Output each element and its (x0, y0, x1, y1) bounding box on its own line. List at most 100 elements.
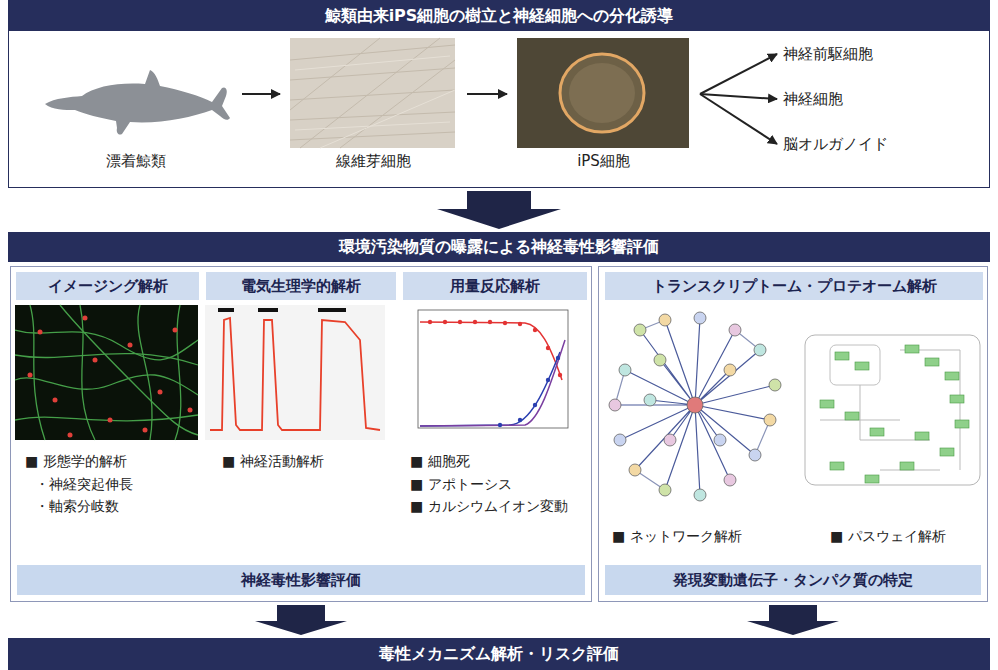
neuron-micrograph (83, 316, 88, 321)
pathway-map (845, 412, 859, 420)
dose-response-chart (503, 321, 507, 325)
bullet-item: ・軸索分岐数 (35, 497, 119, 515)
neuron-micrograph (15, 305, 198, 440)
box-label: 漂着鯨類 (106, 151, 166, 173)
neuron-micrograph (15, 375, 198, 395)
box-label: 用量反応解析 (450, 277, 540, 296)
neuron-micrograph (28, 316, 193, 438)
network-graph (615, 318, 775, 495)
pathway-map (820, 345, 969, 483)
dose-response-chart (428, 320, 562, 377)
pathway-map (805, 335, 980, 485)
dose-response-chart (558, 373, 562, 377)
network-graph (754, 344, 766, 356)
network-graph (615, 318, 775, 495)
section-panel: 鯨類由来iPS細胞の樹立と神経細胞への分化誘導漂着鯨類 線維芽細胞 iPS細胞 神経前… (8, 0, 990, 188)
neuron-micrograph (38, 330, 43, 335)
dose-response-chart (473, 320, 477, 324)
electrophysiology-trace (210, 318, 380, 430)
electrophysiology-trace (318, 308, 346, 312)
output-label: 脳オルガノイド (783, 133, 892, 155)
pathway-map (830, 462, 844, 470)
box-label: 毒性メカニズム解析・リスク評価 (379, 644, 619, 665)
network-graph (659, 484, 671, 496)
bullet-item: ■ 細胞死 (410, 452, 470, 470)
pathway-map (940, 448, 954, 456)
network-graph (729, 324, 741, 336)
method-header: 用量反応解析 (403, 272, 587, 300)
box-label: トランスクリプトーム・プロテオーム解析 (652, 277, 937, 296)
ips-colony-photo (517, 38, 689, 148)
network-graph (614, 434, 626, 446)
pathway-map (915, 432, 929, 440)
network-graph (764, 414, 776, 426)
neuron-micrograph (30, 305, 45, 440)
dose-response-chart (443, 320, 447, 324)
flow-arrow (700, 94, 777, 144)
dose-response-chart (556, 356, 560, 360)
neuron-micrograph (15, 353, 198, 365)
output-label: 神経前駆細胞 (783, 43, 877, 65)
pathway-map (905, 345, 919, 353)
fibroblast-photo (290, 38, 455, 148)
neuron-micrograph (158, 390, 163, 395)
dose-response-chart (533, 328, 537, 332)
network-graph (615, 320, 770, 490)
pathway-map (955, 420, 969, 428)
block-arrow (747, 605, 839, 635)
neuron-micrograph (173, 328, 178, 333)
block-arrow (437, 191, 561, 229)
summary-bar: 神経毒性影響評価 (17, 565, 585, 595)
neuron-micrograph (28, 373, 33, 378)
ips-colony-photo (517, 38, 689, 148)
dose-response-chart (498, 423, 502, 427)
neuron-micrograph (15, 305, 198, 440)
summary-bar: 発現変動遺伝子・タンパク質の特定 (605, 565, 981, 595)
neuron-micrograph (68, 433, 73, 438)
dose-response-chart (498, 356, 560, 427)
box-label: イメージング解析 (48, 277, 168, 296)
dose-response-chart (546, 378, 550, 382)
dose-response-chart (420, 352, 560, 426)
output-label: 神経細胞 (783, 88, 847, 110)
fibroblast-photo (295, 56, 455, 148)
box-label: iPS細胞 (577, 151, 630, 173)
result-band: 毒性メカニズム解析・リスク評価 (8, 638, 990, 670)
method-header: 電気生理学的解析 (206, 272, 396, 300)
neuron-micrograph (15, 305, 198, 440)
cell-photo-box: 線維芽細胞 (286, 37, 461, 173)
box-label: 線維芽細胞 (336, 151, 411, 173)
dose-response-chart (518, 322, 522, 326)
dose-response-chart (488, 320, 492, 324)
network-graph (619, 364, 631, 376)
network-graph (694, 312, 706, 324)
dose-response-chart (458, 320, 462, 324)
network-graph (664, 434, 676, 446)
bullet-item: ■ カルシウムイオン変動 (410, 497, 568, 515)
pathway-map (870, 428, 884, 436)
network-graph (659, 314, 671, 326)
network-graph (654, 354, 666, 366)
neuron-micrograph (60, 305, 198, 435)
box-label: 神経細胞 (783, 88, 843, 110)
pathway-map (835, 352, 849, 360)
neuron-micrograph (175, 305, 181, 440)
network-graph (609, 399, 621, 411)
network-graph (644, 394, 656, 406)
network-graph (769, 379, 781, 391)
bullet-item: ■ 形態学的解析 (25, 452, 127, 470)
ips-colony-photo (569, 63, 635, 123)
pathway-map (865, 475, 879, 483)
network-graph (687, 397, 703, 413)
network-graph (714, 434, 726, 446)
pathway-map (900, 462, 914, 470)
network-graph (609, 312, 781, 501)
dose-response-chart (420, 340, 565, 426)
neuron-micrograph (108, 418, 113, 423)
flow-arrow (242, 93, 280, 95)
section-title: 鯨類由来iPS細胞の樹立と神経細胞への分化誘導 (9, 1, 989, 31)
pathway-map (820, 350, 960, 470)
box-label: 神経前駆細胞 (783, 43, 873, 65)
dose-response-chart (518, 418, 522, 422)
